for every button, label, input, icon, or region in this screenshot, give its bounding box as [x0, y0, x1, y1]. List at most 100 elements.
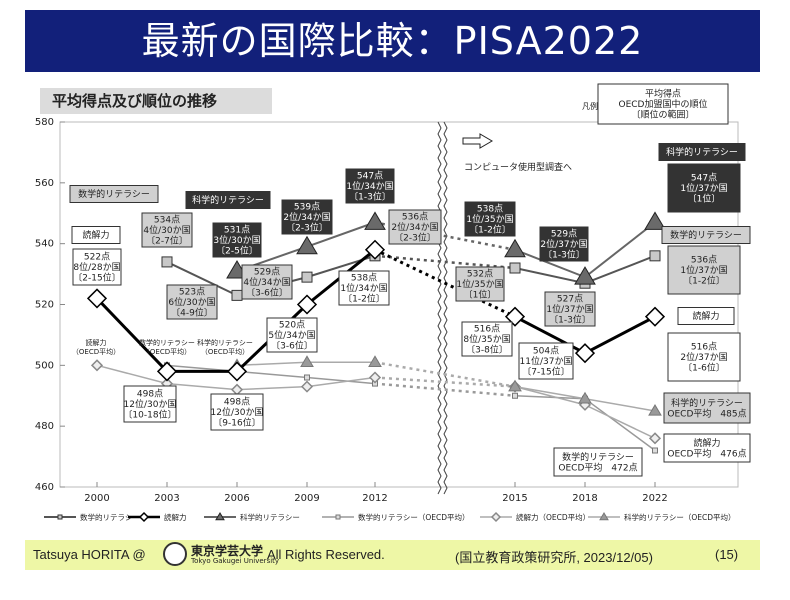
- series-science-oecd-point: [578, 391, 592, 404]
- series-science-point: [364, 211, 386, 230]
- series-science-oecd-line: [514, 385, 586, 400]
- series-reading-line: [374, 248, 516, 319]
- series-reading-oecd-line: [236, 385, 308, 391]
- score-annotation-line: 534点: [154, 215, 180, 226]
- score-annotation-box: [72, 248, 122, 286]
- score-annotation-box: [338, 270, 390, 306]
- plot-frame: [59, 121, 739, 488]
- series-math-point: [161, 256, 173, 268]
- score-annotation-line: 〔3-6位〕: [271, 340, 313, 352]
- series-math-line: [374, 254, 516, 270]
- legend-label: 数学的リテラシー（OECD平均）: [358, 512, 470, 522]
- x-tick-label: 2000: [84, 493, 109, 504]
- oecd-label: （OECD平均）: [201, 347, 249, 356]
- series-tag-box: [661, 226, 751, 244]
- score-annotation-box: [212, 222, 262, 258]
- score-annotation-line: 1位/34か国: [340, 282, 387, 294]
- series-tag-line: 読解力: [82, 229, 109, 241]
- score-annotation-line: 〔2-3位〕: [394, 232, 436, 244]
- y-tick-label: 460: [35, 482, 54, 493]
- score-annotation-line: 498点: [224, 397, 250, 408]
- score-annotation-line: 538点: [351, 273, 377, 284]
- series-math-oecd-line: [236, 370, 308, 379]
- university-logo: 東京学芸大学 Tokyo Gakugei University: [163, 542, 291, 568]
- oecd-label: 数学的リテラシー: [139, 338, 195, 347]
- score-annotation-box: [210, 393, 264, 431]
- score-annotation-box: [461, 321, 513, 357]
- x-tick-label: 2012: [362, 493, 387, 504]
- score-annotation-line: 529点: [254, 267, 280, 278]
- score-annotation-2022-reading-line: 516点: [691, 342, 717, 353]
- y-tick-label: 500: [35, 360, 54, 371]
- score-annotation-2022-science-box: [667, 163, 741, 213]
- score-annotation-2022-science-line: 547点: [691, 173, 717, 184]
- chart-subtitle: 平均得点及び順位の推移: [52, 92, 218, 110]
- x-tick-label: 2018: [572, 493, 597, 504]
- series-tag-line: 数学的リテラシー: [78, 188, 150, 200]
- oecd-label: 読解力: [86, 338, 107, 347]
- series-science-point: [644, 211, 666, 230]
- series-reading-point: [644, 306, 666, 327]
- series-math-point: [649, 250, 661, 262]
- score-annotation-line: 〔1-2位〕: [469, 224, 511, 236]
- axis-break-mark: [437, 121, 442, 495]
- score-annotation-line: 12位/30か国: [211, 406, 264, 418]
- oecd-label: 科学的リテラシー: [197, 338, 253, 347]
- series-tag-box: [185, 191, 271, 209]
- score-annotation-line: 8位/35か国: [463, 333, 510, 345]
- score-annotation-line: 〔2-3位〕: [286, 222, 328, 234]
- series-math-oecd-line: [374, 382, 516, 397]
- series-math-point: [301, 271, 313, 283]
- series-science-line: [584, 221, 656, 278]
- series-reading-oecd-line: [166, 382, 238, 391]
- series-tag-box: [677, 307, 735, 325]
- score-annotation-box: [141, 212, 193, 248]
- legend-sample-box: [597, 83, 729, 125]
- series-math-oecd-line: [514, 395, 586, 400]
- series-tag-box: [71, 226, 121, 244]
- score-annotation-box: [241, 264, 293, 300]
- score-annotation-line: 1位/35か国: [466, 213, 513, 225]
- score-annotation-line: 6位/30か国: [168, 296, 215, 308]
- footer-rights: All Rights Reserved.: [267, 547, 385, 562]
- y-tick-label: 560: [35, 178, 54, 189]
- slide-title: 最新の国際比較：PISA2022: [141, 19, 644, 63]
- score-annotation-line: 〔2-5位〕: [216, 245, 258, 257]
- score-annotation-line: 5位/34か国: [268, 329, 315, 341]
- series-math-oecd-point: [304, 374, 310, 381]
- score-annotation-2022-reading-line: 〔1-6位〕: [683, 362, 725, 374]
- oecd-2022-label-box: [553, 447, 643, 477]
- series-reading-oecd-line: [306, 376, 376, 388]
- legend-marker: [215, 512, 225, 521]
- cbt-arrow-icon: [462, 133, 493, 149]
- y-tick-label: 540: [35, 239, 54, 250]
- x-tick-label: 2015: [502, 493, 527, 504]
- score-annotation-line: 522点: [84, 252, 110, 263]
- series-math-line: [514, 267, 586, 285]
- score-annotation-line: 536点: [402, 212, 428, 223]
- series-math-point: [509, 262, 521, 274]
- score-annotation-line: 〔3-6位〕: [246, 287, 288, 299]
- x-tick-label: 2022: [642, 493, 667, 504]
- score-annotation-2022-math-line: 〔1-2位〕: [683, 275, 725, 287]
- series-science-oecd-point: [368, 355, 382, 367]
- score-annotation-2022-science-line: 1位/37か国: [680, 182, 727, 194]
- oecd-2022-label-line: 数学的リテラシー: [562, 451, 634, 463]
- series-math-line: [166, 261, 238, 297]
- series-reading-oecd-point: [368, 371, 382, 384]
- x-tick-label: 2009: [294, 493, 319, 504]
- series-reading-line: [584, 315, 656, 355]
- score-annotation-line: 〔1-3位〕: [349, 191, 391, 203]
- legend-marker: [57, 514, 63, 520]
- series-reading-point: [364, 239, 386, 260]
- legend-sample-line: OECD加盟国中の順位: [619, 98, 708, 110]
- legend-marker: [335, 514, 341, 520]
- series-math-oecd-point: [512, 392, 518, 399]
- score-annotation-box: [345, 168, 395, 204]
- oecd-2022-label-box: [663, 392, 751, 424]
- x-tick-label: 2006: [224, 493, 249, 504]
- oecd-2022-label-line: OECD平均 472点: [558, 461, 637, 473]
- score-annotation-box: [464, 201, 516, 237]
- score-annotation-box: [539, 226, 589, 262]
